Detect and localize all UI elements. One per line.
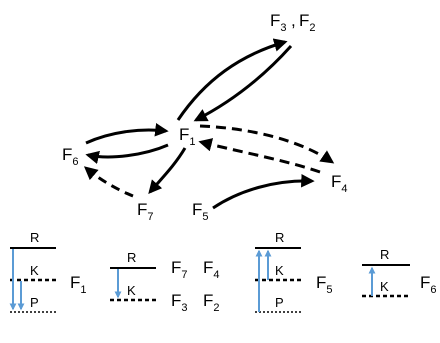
node-f3-label: F3 — [270, 11, 287, 34]
panel-f5-label: F5 — [316, 273, 333, 296]
node-f7-label: F7 — [137, 200, 154, 223]
level-panel-f6: R K F6 — [362, 247, 437, 298]
panel-f6-label: F6 — [420, 273, 437, 296]
level-r-label: R — [380, 247, 389, 262]
node-f6-label: F6 — [62, 145, 79, 168]
arrow-f3f2-to-f1 — [193, 44, 293, 122]
level-k-label: K — [380, 279, 389, 294]
level-r-label: R — [127, 250, 136, 265]
level-k-label: K — [275, 263, 284, 278]
level-panel-f5: R K P F5 — [255, 230, 333, 313]
node-f4-label: F4 — [331, 172, 348, 195]
level-k-label: K — [127, 283, 136, 298]
arrow-f7-to-f6-dashed — [83, 166, 134, 198]
level-panel-f1: R K P F1 — [9, 230, 87, 313]
node-f5-label: F5 — [192, 200, 209, 223]
level-panel-f7-f4-f3-f2: R K F7 F4 F3 F2 — [110, 250, 220, 314]
node-f1-label: F1 — [179, 125, 196, 148]
node-f2-label: F2 — [299, 11, 316, 34]
level-p-label: P — [275, 295, 284, 310]
arrow-f1-to-f3f2 — [176, 38, 288, 121]
panel-f2-label: F2 — [203, 291, 220, 314]
level-k-label: K — [30, 263, 39, 278]
arrow-f1-to-f6 — [85, 143, 169, 164]
level-r-label: R — [275, 230, 284, 245]
arrow-f1-to-f4-dashed — [199, 124, 335, 164]
arrow-f6-to-f1 — [85, 123, 169, 145]
panel-f1-label: F1 — [70, 273, 87, 296]
arrow-f1-to-f7 — [148, 147, 187, 195]
node-separator: , — [291, 11, 296, 30]
arrow-f5-to-f4 — [212, 173, 315, 210]
level-r-label: R — [30, 230, 39, 245]
level-p-label: P — [30, 295, 39, 310]
panel-f4-label: F4 — [203, 258, 220, 281]
panel-f3-label: F3 — [171, 291, 188, 314]
panel-f7-label: F7 — [171, 258, 188, 281]
